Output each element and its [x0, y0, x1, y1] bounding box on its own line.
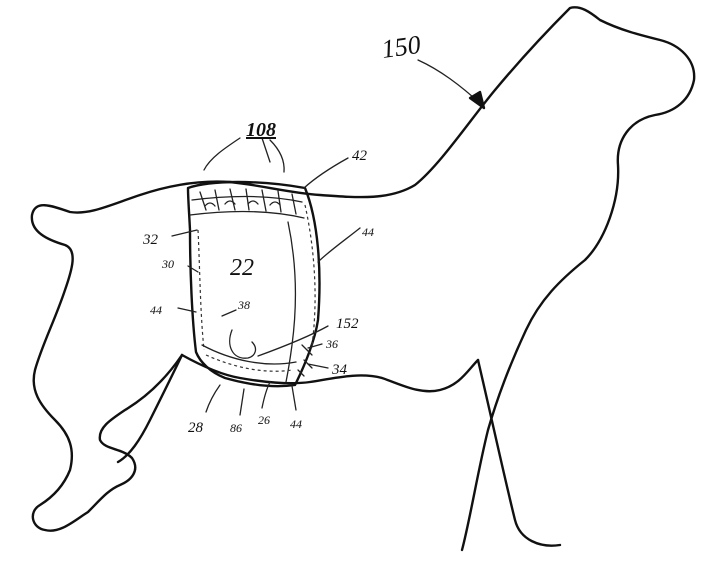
label-28: 28	[188, 420, 204, 436]
label-150: 150	[380, 30, 423, 64]
label-32: 32	[142, 232, 159, 248]
label-34: 34	[331, 362, 348, 378]
label-86: 86	[230, 421, 242, 435]
label-38: 38	[237, 298, 250, 312]
front-leg-back	[476, 358, 562, 547]
label-152: 152	[336, 316, 359, 332]
label-44-bottom: 44	[290, 417, 302, 431]
leader-lines	[171, 59, 486, 416]
label-36: 36	[325, 337, 338, 351]
belly-outline	[180, 353, 480, 393]
label-42: 42	[352, 148, 368, 164]
label-44-left: 44	[150, 303, 162, 317]
label-22: 22	[230, 255, 254, 281]
label-26: 26	[258, 413, 270, 427]
belly-band	[186, 180, 321, 388]
label-30: 30	[161, 257, 174, 271]
hind-leg-inner	[116, 353, 184, 464]
dog-outline	[30, 6, 696, 552]
label-108: 108	[246, 119, 276, 141]
label-44-top: 44	[362, 225, 374, 239]
